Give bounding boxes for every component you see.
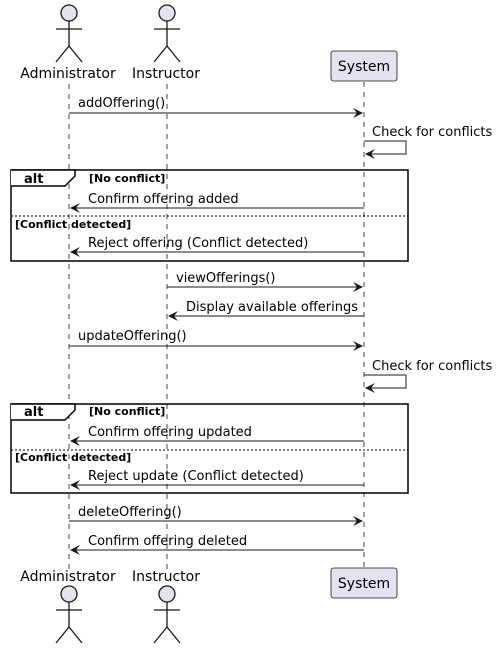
participant-system-bottom: System [330, 567, 398, 599]
actor-icon [153, 585, 181, 644]
message-label: Check for conflicts [372, 125, 493, 140]
fragment-tag-box [11, 169, 76, 187]
message-label: viewOfferings() [176, 271, 276, 286]
participant-box [330, 567, 398, 599]
message-label: addOffering() [78, 96, 165, 111]
fragment-tag-box [11, 403, 76, 421]
actor-icon [153, 4, 181, 63]
actor-label-administrator: Administrator [20, 66, 116, 82]
message-label: Display available offerings [186, 300, 358, 315]
guard-condition: [Conflict detected] [15, 451, 131, 464]
message-label: updateOffering() [78, 329, 187, 344]
self-message-arrow [364, 374, 407, 393]
participant-label-system: System [338, 59, 390, 75]
message-label: Confirm offering updated [88, 425, 252, 440]
participant-administrator-bottom: Administrator [20, 569, 116, 644]
actor-label-administrator: Administrator [20, 569, 116, 585]
alt-fragment: alt [No conflict] [Conflict detected] [10, 403, 409, 494]
self-message-arrow [364, 140, 407, 159]
message-label: Reject offering (Conflict detected) [88, 236, 308, 251]
participant-system-top: System [330, 50, 398, 82]
participant-label-system: System [338, 576, 390, 592]
actor-icon [55, 585, 83, 644]
message-label: deleteOffering() [78, 505, 182, 520]
fragment-tag: alt [24, 405, 43, 420]
actor-icon [55, 4, 83, 63]
fragment-frame [10, 403, 409, 494]
message-label: Reject update (Conflict detected) [88, 469, 304, 484]
guard-condition: [Conflict detected] [15, 218, 131, 231]
participant-box [330, 50, 398, 82]
participant-instructor-bottom: Instructor [132, 569, 200, 644]
alt-fragment: alt [No conflict] [Conflict detected] [10, 169, 409, 262]
guard-condition: [No conflict] [89, 172, 165, 185]
actor-label-instructor: Instructor [132, 66, 200, 82]
participant-administrator-top: Administrator [20, 4, 116, 82]
message-label: Check for conflicts [372, 359, 493, 374]
lifelines [68, 82, 365, 570]
fragment-tag: alt [24, 172, 43, 187]
message-label: Confirm offering deleted [88, 534, 247, 549]
guard-condition: [No conflict] [89, 405, 165, 418]
message-label: Confirm offering added [88, 192, 239, 207]
actor-label-instructor: Instructor [132, 569, 200, 585]
participant-instructor-top: Instructor [132, 4, 200, 82]
